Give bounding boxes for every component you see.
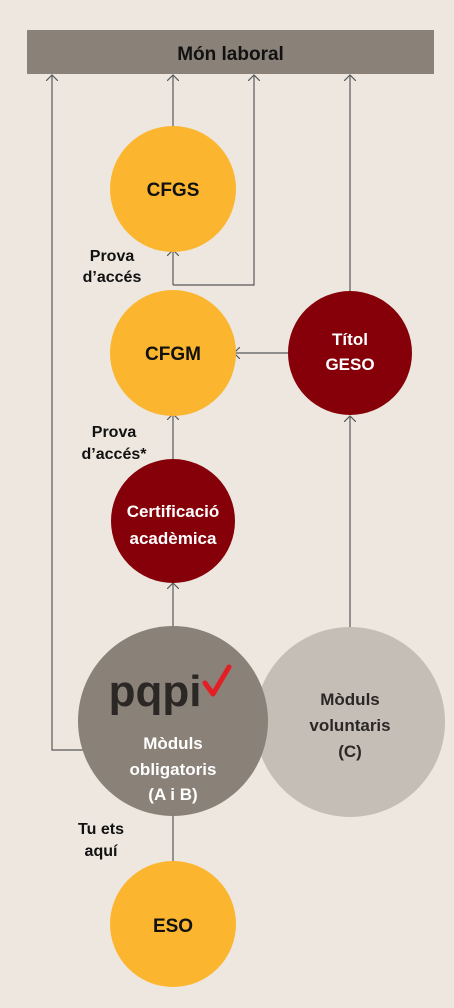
node-pqpi-label-1: Mòduls (143, 734, 203, 753)
label-prova-acces-cfgs-1: Prova (90, 248, 135, 265)
node-pqpi (78, 626, 268, 816)
header-bar (27, 30, 434, 74)
label-tu-ets-aqui-1: Tu ets (78, 821, 124, 838)
node-certificacio-label-1: Certificació (127, 502, 220, 521)
node-voluntaris-label-2: voluntaris (309, 716, 390, 735)
node-pqpi-label-2: obligatoris (130, 760, 217, 779)
node-eso-label: ESO (153, 916, 193, 937)
checkmark-icon (202, 664, 232, 697)
node-voluntaris-label-3: (C) (338, 742, 362, 761)
node-titol-geso (288, 291, 412, 415)
header-title: Món laboral (177, 44, 284, 65)
arrow-pqpi-to-mon-laboral (52, 75, 97, 751)
node-cfgs (110, 126, 236, 252)
label-prova-acces-cfgs-2: d’accés (83, 269, 142, 286)
node-cfgm (110, 290, 236, 416)
node-cfgm-label: CFGM (145, 344, 201, 365)
node-pqpi-label-3: (A i B) (148, 785, 197, 804)
arrow-cfgm-route-to-mon-laboral (173, 75, 254, 286)
node-cfgs-label: CFGS (147, 180, 200, 201)
label-tu-ets-aqui-2: aquí (85, 843, 118, 860)
label-prova-acces-cfgm-1: Prova (92, 424, 137, 441)
pqpi-logo: pqpi (109, 667, 202, 716)
node-certificacio-label-2: acadèmica (130, 529, 217, 548)
node-certificacio (111, 459, 235, 583)
label-prova-acces-cfgm-2: d’accés* (82, 446, 148, 463)
node-titol-geso-label-1: Títol (332, 330, 368, 349)
node-moduls-voluntaris (255, 627, 445, 817)
node-titol-geso-label-2: GESO (325, 355, 374, 374)
connectors (52, 75, 350, 862)
node-voluntaris-label-1: Mòduls (320, 690, 380, 709)
node-eso (110, 861, 236, 987)
